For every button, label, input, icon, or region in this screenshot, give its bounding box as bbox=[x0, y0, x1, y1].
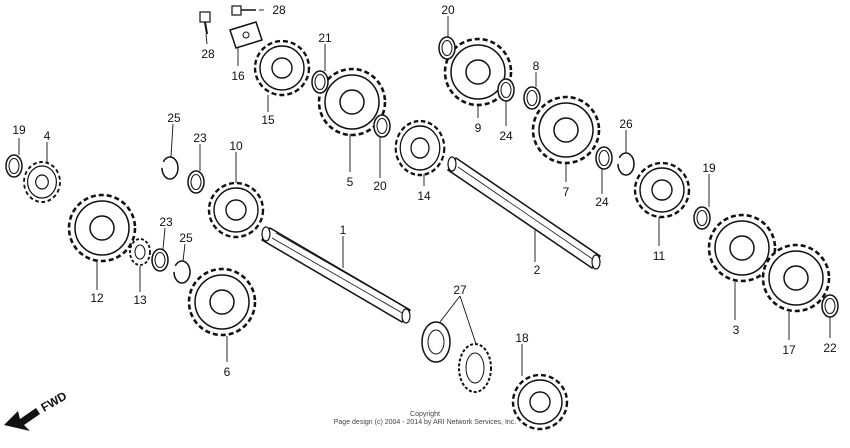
callout-6: 6 bbox=[224, 365, 231, 379]
callout-10: 10 bbox=[229, 139, 243, 153]
callout-28-right: 28 bbox=[272, 3, 286, 17]
callout-20-top: 20 bbox=[441, 3, 455, 17]
callout-24-top: 24 bbox=[499, 129, 513, 143]
bolt-28-right bbox=[231, 5, 256, 16]
callout-9: 9 bbox=[475, 121, 482, 135]
callout-23-low: 23 bbox=[159, 215, 173, 229]
callout-18: 18 bbox=[515, 331, 529, 345]
clip-25-top bbox=[161, 156, 179, 180]
callout-17: 17 bbox=[782, 343, 796, 357]
washer-19-left bbox=[5, 154, 23, 178]
callout-23-top: 23 bbox=[193, 131, 207, 145]
gear-7 bbox=[531, 95, 601, 165]
washer-20-top bbox=[438, 36, 456, 60]
callout-19-left: 19 bbox=[12, 123, 26, 137]
callout-20-mid: 20 bbox=[373, 179, 387, 193]
callout-25-top: 25 bbox=[167, 111, 181, 125]
plate-16 bbox=[229, 21, 263, 49]
callout-8: 8 bbox=[533, 59, 540, 73]
callout-13: 13 bbox=[133, 293, 147, 307]
callout-19-right: 19 bbox=[702, 161, 716, 175]
callout-2: 2 bbox=[534, 263, 541, 277]
washer-22 bbox=[821, 294, 839, 318]
washer-26 bbox=[617, 152, 635, 176]
gear-17 bbox=[761, 243, 831, 313]
washer-19-right bbox=[693, 206, 711, 230]
gear-15 bbox=[253, 39, 311, 97]
thrust-washer-27 bbox=[421, 321, 451, 363]
washer-24-low bbox=[595, 146, 613, 170]
mainshaft bbox=[260, 226, 412, 324]
copyright-line: Copyright bbox=[410, 411, 440, 418]
callout-27: 27 bbox=[453, 283, 467, 297]
gear-14 bbox=[394, 119, 446, 177]
callout-5: 5 bbox=[347, 175, 354, 189]
bearing-13 bbox=[129, 238, 151, 266]
washer-23-top bbox=[187, 170, 205, 194]
bearing-27 bbox=[458, 343, 492, 393]
leader-lines bbox=[18, 9, 831, 376]
fwd-arrow-icon bbox=[4, 408, 40, 431]
callout-1: 1 bbox=[340, 223, 347, 237]
clip-25-low bbox=[173, 260, 191, 284]
gear-10 bbox=[207, 181, 265, 239]
countershaft bbox=[446, 156, 602, 270]
gear-11 bbox=[633, 161, 691, 219]
washer-23-low bbox=[151, 248, 169, 272]
washer-20-mid bbox=[373, 114, 391, 138]
callout-labels: 1 2 3 4 5 6 7 8 9 10 11 12 13 14 15 16 1… bbox=[12, 3, 837, 379]
callout-3: 3 bbox=[733, 323, 740, 337]
gear-4 bbox=[23, 161, 61, 203]
washer-8 bbox=[523, 86, 541, 110]
page-design-line: Page design (c) 2004 - 2014 by ARI Netwo… bbox=[333, 419, 517, 426]
callout-12: 12 bbox=[90, 291, 104, 305]
callout-4: 4 bbox=[44, 129, 51, 143]
callout-11: 11 bbox=[653, 249, 666, 263]
gear-12 bbox=[67, 193, 137, 263]
gear-6 bbox=[187, 267, 257, 337]
callout-15: 15 bbox=[261, 113, 275, 127]
callout-14: 14 bbox=[417, 189, 431, 203]
callout-28-left: 28 bbox=[201, 47, 215, 61]
callout-21: 21 bbox=[318, 31, 332, 45]
callout-26: 26 bbox=[619, 117, 633, 131]
washer-21 bbox=[311, 70, 329, 94]
callout-7: 7 bbox=[563, 185, 570, 199]
washer-24-top bbox=[497, 78, 515, 102]
callout-24-low: 24 bbox=[595, 195, 609, 209]
callout-16: 16 bbox=[231, 69, 245, 83]
bolt-28-left bbox=[199, 11, 211, 35]
callout-22: 22 bbox=[823, 341, 837, 355]
callout-25-low: 25 bbox=[179, 231, 193, 245]
